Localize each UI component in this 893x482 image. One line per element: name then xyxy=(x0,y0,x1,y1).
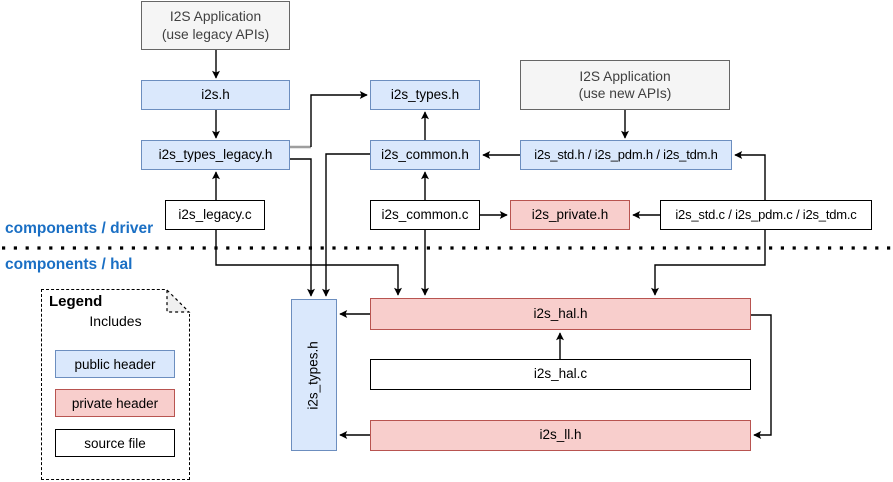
app-new-line2: (use new APIs) xyxy=(578,86,672,101)
legend-box: Legend Includes public header private he… xyxy=(41,288,191,480)
legend-private-header: private header xyxy=(55,389,175,417)
node-i2s-legacy-c: i2s_legacy.c xyxy=(165,200,265,230)
section-label-components-hal: components / hal xyxy=(5,256,133,273)
hal-i2s-types-h-label: i2s_types.h xyxy=(305,340,321,410)
app-legacy-line1: I2S Application xyxy=(169,9,262,25)
node-i2s-types-h: i2s_types.h xyxy=(370,80,480,110)
node-i2s-common-c: i2s_common.c xyxy=(370,200,480,230)
app-new-line1: I2S Application xyxy=(579,68,671,84)
legend-source-file: source file xyxy=(55,429,175,457)
node-i2s-std-pdm-tdm-c: i2s_std.c / i2s_pdm.c / i2s_tdm.c xyxy=(660,200,872,230)
node-i2s-application-legacy: I2S Application (use legacy APIs) xyxy=(141,1,290,50)
node-i2s-hal-h: i2s_hal.h xyxy=(370,298,751,330)
node-i2s-std-pdm-tdm-h: i2s_std.h / i2s_pdm.h / i2s_tdm.h xyxy=(520,140,732,170)
node-hal-i2s-types-h: i2s_types.h xyxy=(291,299,337,451)
node-i2s-hal-c: i2s_hal.c xyxy=(370,359,751,390)
section-label-components-driver: components / driver xyxy=(5,220,154,237)
node-i2s-h: i2s.h xyxy=(141,80,290,110)
node-i2s-application-new: I2S Application (use new APIs) xyxy=(520,60,730,110)
node-i2s-private-h: i2s_private.h xyxy=(510,200,630,230)
node-i2s-types-legacy-h: i2s_types_legacy.h xyxy=(141,140,290,170)
node-i2s-ll-h: i2s_ll.h xyxy=(370,420,751,451)
app-legacy-line2: (use legacy APIs) xyxy=(161,26,270,42)
legend-public-header: public header xyxy=(55,350,175,378)
legend-includes-label: Includes xyxy=(89,313,142,329)
folded-corner-icon xyxy=(166,288,191,314)
legend-title: Legend xyxy=(49,293,103,310)
node-i2s-common-h: i2s_common.h xyxy=(370,140,480,170)
